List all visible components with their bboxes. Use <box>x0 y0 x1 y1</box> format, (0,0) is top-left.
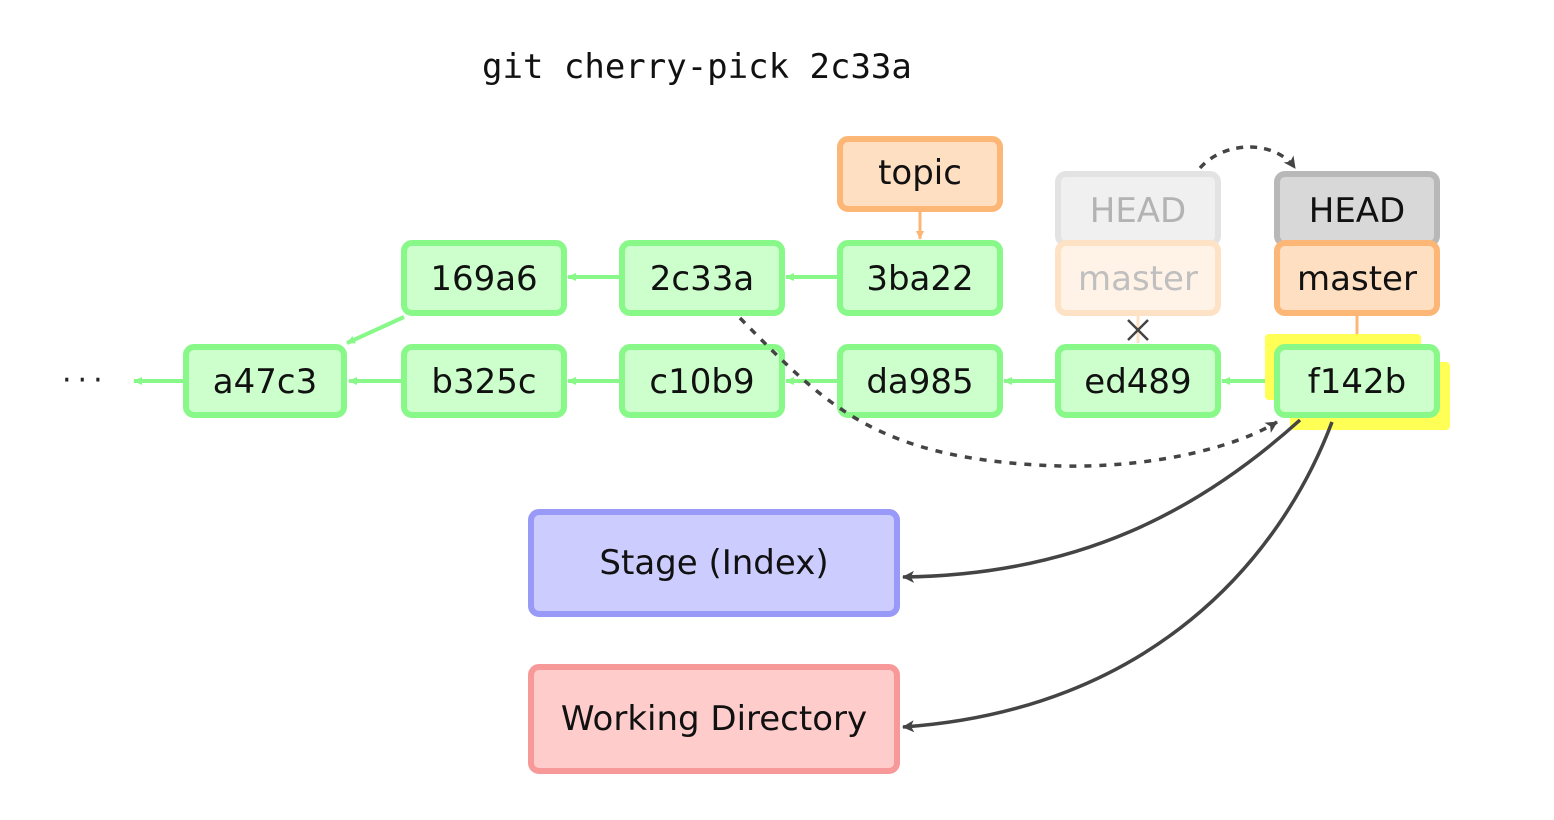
arrow-169a6-to-a47c3 <box>346 315 405 345</box>
cherry-pick-arrow <box>738 316 1278 468</box>
commit-ed489-label: ed489 <box>1084 362 1191 402</box>
commit-c10b9: c10b9 <box>619 344 785 418</box>
working-directory-box: Working Directory <box>528 664 900 774</box>
commit-da985: da985 <box>837 344 1003 418</box>
branch-topic: topic <box>837 136 1003 212</box>
commit-3ba22: 3ba22 <box>837 240 1003 316</box>
head-move-arrow <box>1198 145 1297 170</box>
commit-a47c3: a47c3 <box>183 344 347 418</box>
commit-f142b-label: f142b <box>1308 362 1406 402</box>
head-new: HEAD <box>1274 171 1440 247</box>
head-old: HEAD <box>1055 171 1221 247</box>
working-directory-label: Working Directory <box>561 699 867 739</box>
commit-3ba22-label: 3ba22 <box>866 259 973 299</box>
head-old-label: HEAD <box>1090 191 1187 231</box>
branch-master-new: master <box>1274 240 1440 316</box>
commit-ed489: ed489 <box>1055 344 1221 418</box>
commit-c10b9-label: c10b9 <box>649 362 754 402</box>
arrow-f142b-to-stage <box>902 418 1302 583</box>
commit-a47c3-label: a47c3 <box>213 362 317 402</box>
commit-f142b: f142b <box>1274 344 1440 418</box>
commit-b325c-label: b325c <box>431 362 536 402</box>
stage-index-label: Stage (Index) <box>599 543 828 583</box>
commit-169a6-label: 169a6 <box>430 259 537 299</box>
branch-master-old: master <box>1055 240 1221 316</box>
history-ellipsis: ··· <box>62 363 109 398</box>
branch-master-new-label: master <box>1297 259 1417 299</box>
commit-2c33a-label: 2c33a <box>650 259 754 299</box>
commit-da985-label: da985 <box>866 362 973 402</box>
head-new-label: HEAD <box>1309 191 1406 231</box>
commit-169a6: 169a6 <box>401 240 567 316</box>
commit-2c33a: 2c33a <box>619 240 785 316</box>
branch-topic-label: topic <box>878 153 962 193</box>
branch-master-old-label: master <box>1078 259 1198 299</box>
arrow-f142b-to-working <box>902 421 1334 733</box>
cross-icon <box>1127 319 1149 341</box>
stage-index-box: Stage (Index) <box>528 509 900 617</box>
commit-b325c: b325c <box>401 344 567 418</box>
command-title: git cherry-pick 2c33a <box>482 47 912 87</box>
